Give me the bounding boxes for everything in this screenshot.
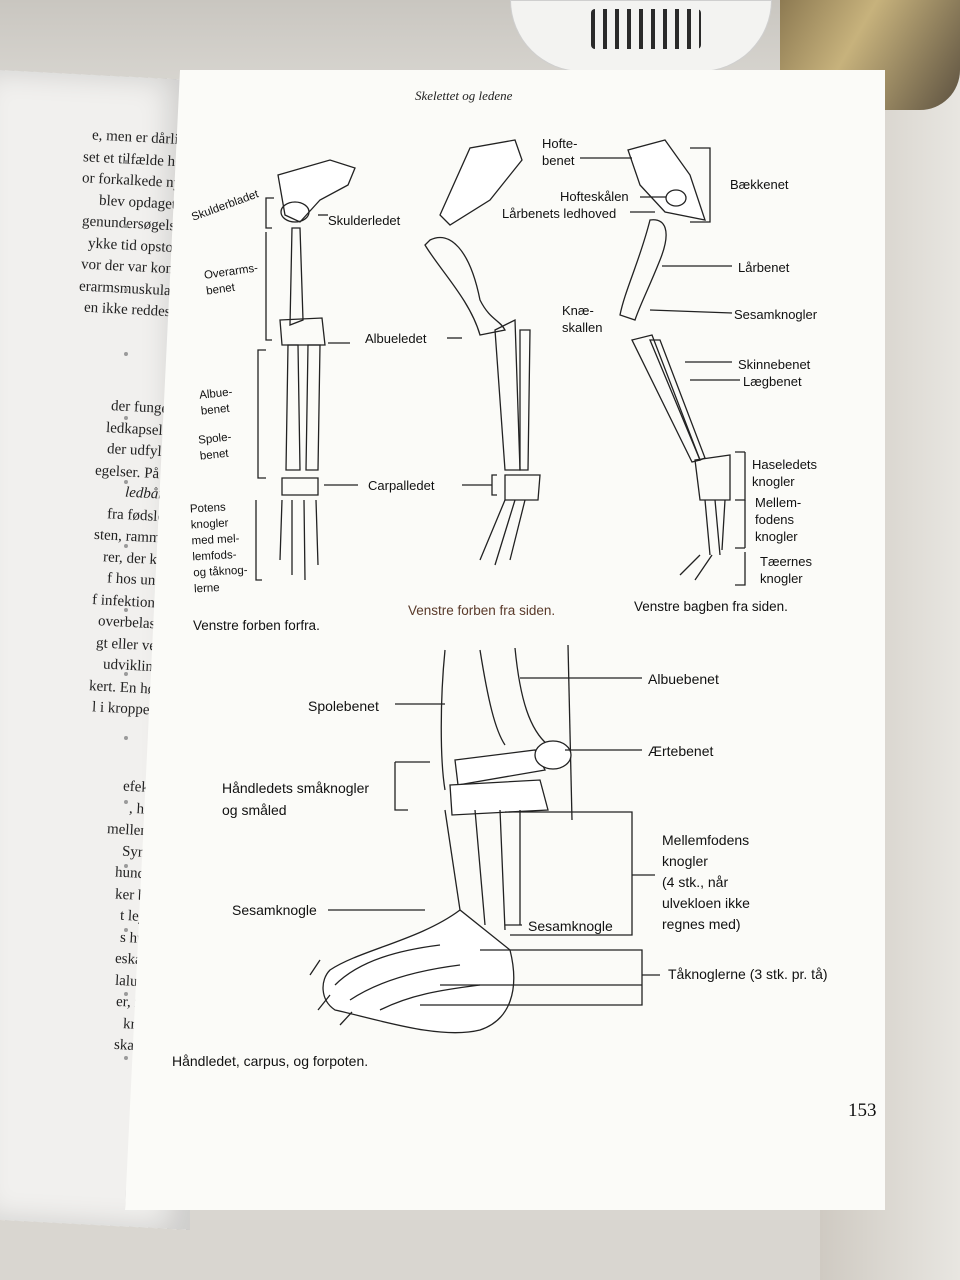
front-leg-front-illustration — [255, 159, 358, 581]
label-albuebenet-paw: Albuebenet — [648, 671, 719, 687]
front-leg-side-illustration — [424, 139, 541, 566]
label-mellemfodens-knogler: Mellem- fodens knogler — [755, 495, 802, 544]
binding-holes — [120, 160, 130, 1160]
right-book-page — [125, 70, 885, 1210]
label-sesamknogler: Sesamknogler — [734, 307, 818, 322]
label-taknoglerne: Tåknoglerne (3 stk. pr. tå) — [668, 966, 828, 982]
paw-illustration — [309, 644, 660, 1034]
label-handledets-smaknogler: Håndledets småknogler og småled — [222, 780, 370, 818]
label-spolebenet-paw: Spolebenet — [308, 698, 379, 714]
label-skulderledet: Skulderledet — [328, 213, 401, 228]
caption-front-leg-side: Venstre forben fra siden. — [408, 603, 556, 618]
caption-front-leg-front: Venstre forben forfra. — [193, 618, 320, 633]
label-baekkenet: Bækkenet — [730, 177, 789, 192]
label-skinnebenet: Skinnebenet — [738, 357, 811, 372]
label-laegbenet: Lægbenet — [743, 374, 802, 389]
page-number: 153 — [848, 1100, 877, 1121]
label-spolebenet: Spole- benet — [197, 431, 232, 463]
radiator-thermostat — [510, 0, 772, 72]
label-haseledets-knogler: Haseledets knogler — [752, 457, 818, 489]
label-knaeskallen: Knæ- skallen — [562, 303, 603, 335]
label-larbenet: Lårbenet — [738, 260, 790, 275]
label-albueledet: Albueledet — [365, 331, 427, 346]
label-sesamknogle-right: Sesamknogle — [528, 918, 613, 934]
label-taernes-knogler: Tæernes knogler — [760, 554, 813, 586]
label-potens-knogler: Potens knogler med mel- lemfods- og tåkn… — [189, 501, 248, 596]
running-header: Skelettet og ledene — [415, 88, 513, 103]
label-sesamknogle-left: Sesamknogle — [232, 902, 317, 918]
hind-leg-side-illustration — [580, 139, 746, 586]
label-carpalledet: Carpalledet — [368, 478, 435, 493]
label-mellemfodens-knogler-paw: Mellemfodens knogler (4 stk., når ulvekl… — [662, 832, 750, 932]
caption-paw: Håndledet, carpus, og forpoten. — [172, 1053, 369, 1069]
label-hofteskalen: Hofteskålen — [560, 189, 629, 204]
label-larbenets-ledhoved: Lårbenets ledhoved — [502, 206, 617, 221]
label-aertebenet: Ærtebenet — [648, 743, 714, 759]
caption-hind-leg-side: Venstre bagben fra siden. — [634, 599, 788, 614]
label-albuebenet: Albue- benet — [198, 386, 233, 418]
label-hoftebenet: Hofte- benet — [542, 136, 578, 168]
